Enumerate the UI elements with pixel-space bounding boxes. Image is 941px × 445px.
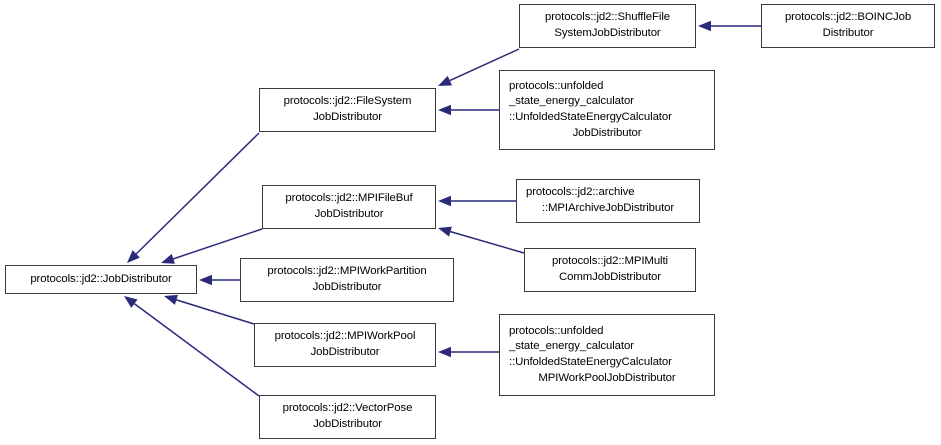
edge-arrowhead-icon — [438, 104, 451, 116]
edge-line — [450, 230, 525, 254]
edge-arrowhead-icon — [438, 346, 451, 358]
edge-arrowhead-icon — [438, 75, 452, 86]
class-node-job-distributor[interactable]: protocols::jd2::JobDistributor — [5, 265, 197, 294]
edge-arrowhead-icon — [438, 195, 451, 207]
class-node-label-line: protocols::jd2::VectorPose — [282, 402, 413, 415]
class-node-label-line: protocols::jd2::ShuffleFile — [545, 11, 670, 24]
edge-line — [176, 299, 255, 325]
class-node-label-line: JobDistributor — [313, 418, 382, 430]
edge-line — [135, 132, 260, 255]
edge-arrowhead-icon — [161, 253, 175, 264]
edge-arrowhead-icon — [698, 20, 711, 32]
class-node-label-line: protocols::jd2::archive — [526, 186, 635, 199]
class-node-label-line: protocols::jd2::MPIWorkPartition — [267, 265, 427, 278]
class-node-label-line: MPIWorkPoolJobDistributor — [538, 371, 676, 384]
edge-arrowhead-icon — [438, 226, 452, 237]
class-node-mpi-archive-job-distributor[interactable]: protocols::jd2::archive::MPIArchiveJobDi… — [516, 179, 700, 223]
class-node-label-line: protocols::jd2::BOINCJob — [784, 11, 912, 24]
class-node-label-line: JobDistributor — [313, 111, 382, 123]
edge-arrowhead-icon — [199, 274, 212, 286]
class-node-label-line: protocols::unfolded — [509, 79, 604, 92]
inheritance-edge-edge-boinc-to-shufflefs — [698, 20, 761, 32]
inheritance-edge-edge-usecmpiworkpool-to-mpiworkpool — [438, 346, 499, 358]
class-node-label-line: protocols::jd2::JobDistributor — [30, 272, 172, 285]
class-node-label-line: protocols::jd2::MPIFileBuf — [285, 192, 413, 205]
class-node-label-line: JobDistributor — [310, 346, 380, 358]
edge-arrowhead-icon — [124, 296, 138, 308]
inheritance-edge-edge-vectorpose-to-jobdistributor — [124, 296, 260, 397]
class-node-unfolded-state-energy-calculator-mpi-work-pool-job-distributor[interactable]: protocols::unfolded_state_energy_calcula… — [499, 314, 715, 396]
class-node-label-line: _state_energy_calculator — [509, 95, 634, 108]
class-node-label-line: JobDistributor — [572, 126, 642, 139]
inheritance-edge-edge-filesystem-to-jobdistributor — [127, 132, 260, 263]
class-node-label-line: Distributor — [822, 27, 874, 39]
class-node-label-line: ::UnfoldedStateEnergyCalculator — [509, 111, 672, 123]
edge-line — [133, 303, 260, 397]
inheritance-edge-edge-mpiarchive-to-mpifilebuf — [438, 195, 516, 207]
class-node-label-line: CommJobDistributor — [558, 271, 661, 283]
inheritance-edge-edge-mpiworkpartition-to-jobdistributor — [199, 274, 240, 286]
class-node-label-line: JobDistributor — [314, 208, 384, 220]
class-node-label-line: ::MPIArchiveJobDistributor — [541, 202, 675, 214]
edge-arrowhead-icon — [164, 294, 178, 305]
class-node-label-line: JobDistributor — [312, 281, 382, 293]
class-node-unfolded-state-energy-calculator-job-distributor[interactable]: protocols::unfolded_state_energy_calcula… — [499, 70, 715, 150]
class-node-label-line: _state_energy_calculator — [509, 340, 634, 353]
class-node-label-line: protocols::unfolded — [509, 324, 604, 337]
edge-arrowhead-icon — [127, 250, 140, 263]
class-node-label-line: protocols::jd2::MPIMulti — [552, 255, 668, 268]
class-node-label-line: protocols::jd2::FileSystem — [283, 95, 412, 108]
class-node-label-line: protocols::jd2::MPIWorkPool — [274, 330, 416, 343]
class-node-label-line: SystemJobDistributor — [554, 27, 661, 39]
inheritance-edge-edge-usec-to-filesystem — [438, 104, 499, 116]
inheritance-edge-edge-mpimulti-to-mpifilebuf — [438, 226, 525, 254]
class-node-label-line: ::UnfoldedStateEnergyCalculator — [509, 356, 672, 368]
edge-line — [173, 228, 263, 260]
